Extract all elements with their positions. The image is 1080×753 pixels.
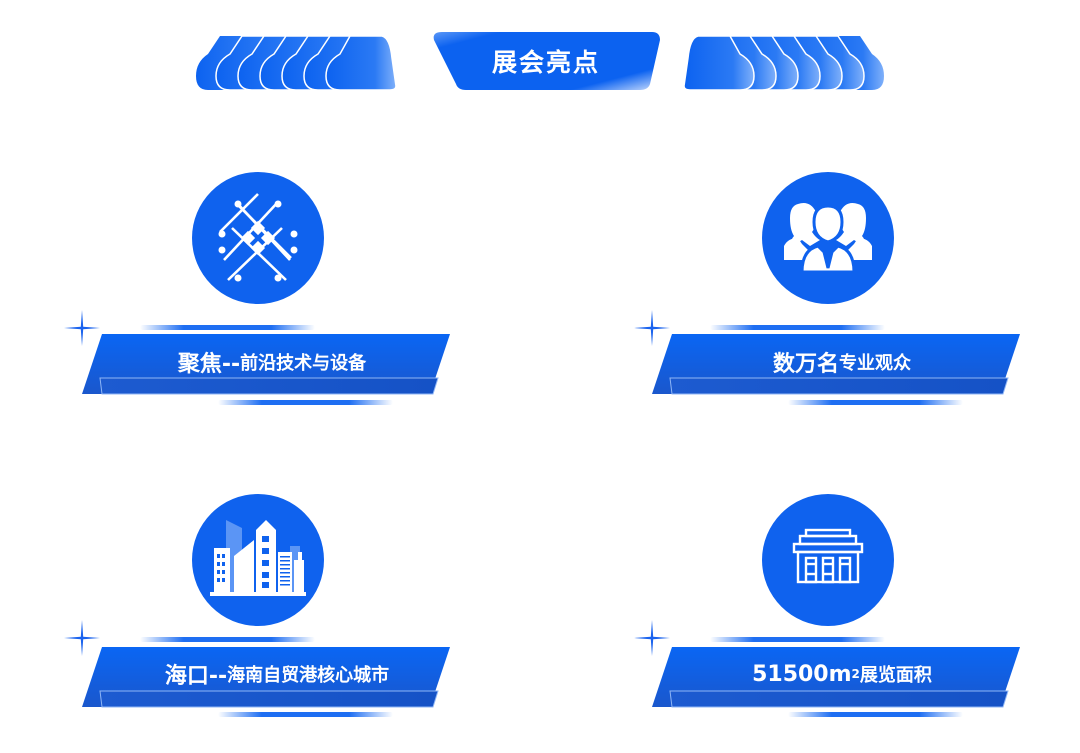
exhibition-hall-icon bbox=[792, 528, 864, 584]
label-bar-shape bbox=[82, 647, 450, 708]
network-nodes-icon bbox=[218, 193, 298, 282]
label-bar-shape bbox=[652, 334, 1020, 395]
decor-line-bottom bbox=[788, 712, 963, 717]
highlight-label: 聚焦--前沿技术与设备 bbox=[177, 352, 367, 377]
header-banner-decoration bbox=[196, 32, 884, 91]
icon-badge bbox=[762, 172, 894, 304]
sparkle-icon bbox=[634, 310, 670, 346]
audience-people-icon bbox=[784, 203, 872, 274]
decor-line-top bbox=[140, 637, 315, 642]
sparkle-icon bbox=[634, 620, 670, 656]
label-bar-shape bbox=[652, 647, 1020, 708]
sparkle-icon bbox=[64, 620, 100, 656]
decor-line-top bbox=[710, 637, 885, 642]
highlight-label: 海口--海南自贸港核心城市 bbox=[164, 664, 390, 689]
city-buildings-icon bbox=[210, 520, 306, 596]
highlight-label: 数万名专业观众 bbox=[772, 352, 911, 377]
decor-line-top bbox=[140, 325, 315, 330]
icon-badge bbox=[192, 172, 324, 304]
label-bar-shape bbox=[82, 334, 450, 395]
decor-line-top bbox=[710, 325, 885, 330]
icon-badge bbox=[192, 494, 324, 626]
decor-line-bottom bbox=[218, 712, 393, 717]
icon-badge bbox=[762, 494, 894, 626]
section-title: 展会亮点 bbox=[491, 48, 600, 77]
decor-line-bottom bbox=[218, 400, 393, 405]
decor-line-bottom bbox=[788, 400, 963, 405]
sparkle-icon bbox=[64, 310, 100, 346]
